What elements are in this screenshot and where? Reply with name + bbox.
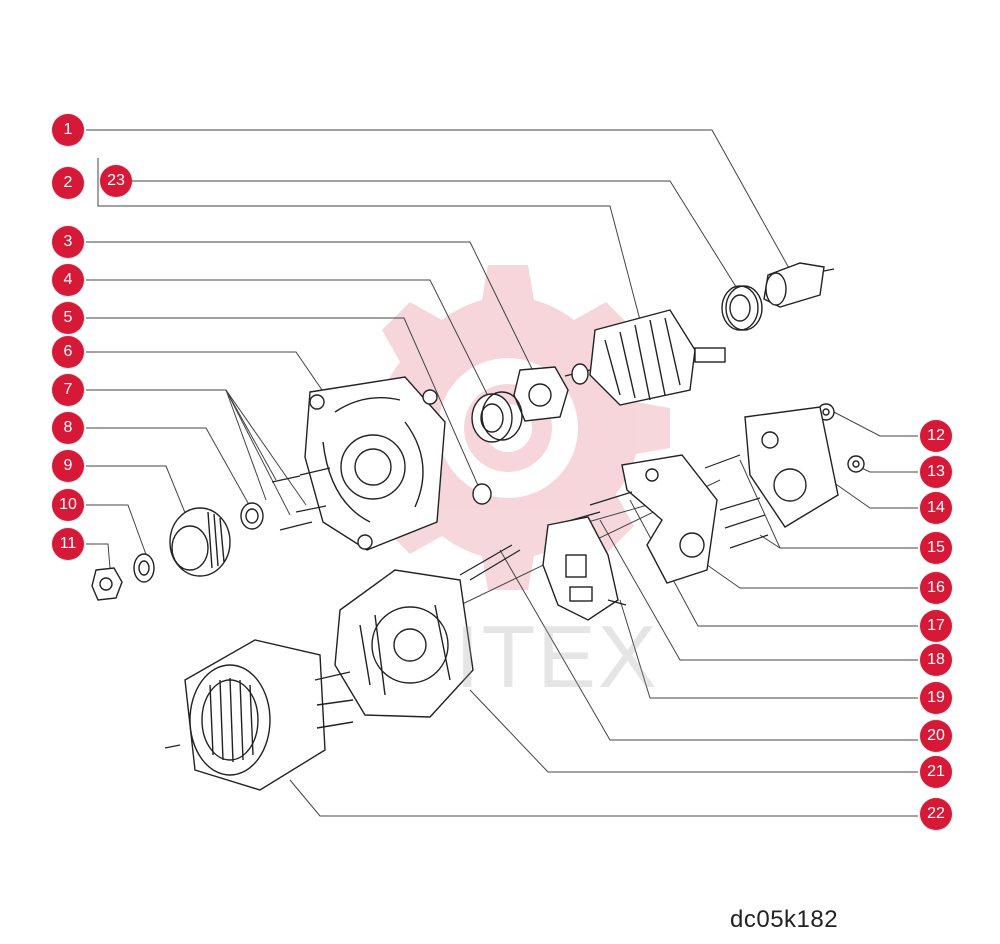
leader-line-16 (699, 559, 918, 589)
leader-line-9 (86, 465, 191, 526)
leader-line-8 (86, 427, 253, 511)
callout-4[interactable]: 4 (52, 264, 84, 296)
callout-22[interactable]: 22 (920, 798, 952, 830)
leader-line-14 (829, 479, 918, 509)
part-rectifier (542, 516, 627, 621)
part-rear-housing (334, 569, 474, 718)
callout-13[interactable]: 13 (920, 456, 952, 488)
leader-line-7c (225, 389, 307, 506)
part-front-housing (304, 376, 446, 551)
callout-18[interactable]: 18 (920, 644, 952, 676)
leader-line-20 (499, 549, 918, 741)
callout-16[interactable]: 16 (920, 572, 952, 604)
leader-line-23 (132, 180, 739, 291)
leader-line-21 (469, 689, 918, 773)
leader-line-22 (289, 779, 918, 817)
leader-line-2 (97, 158, 641, 321)
part-brush-holder (621, 454, 718, 584)
callout-12[interactable]: 12 (920, 420, 952, 452)
part-long-bolt (459, 544, 521, 581)
part-bearing-plate (513, 366, 569, 422)
callout-1[interactable]: 1 (52, 114, 84, 146)
leader-line-11 (86, 543, 111, 569)
leader-line-4 (86, 279, 491, 401)
part-rear-bearing (721, 285, 763, 331)
callout-14[interactable]: 14 (920, 492, 952, 524)
callout-10[interactable]: 10 (52, 489, 84, 521)
leader-line-19 (619, 599, 918, 699)
part-nut (91, 567, 123, 601)
callout-9[interactable]: 9 (52, 450, 84, 482)
callout-6[interactable]: 6 (52, 336, 84, 368)
callout-11[interactable]: 11 (52, 528, 84, 560)
leader-line-6 (86, 351, 323, 391)
leader-line-12 (829, 409, 918, 437)
leader-line-7d (225, 389, 267, 501)
part-rear-cap (763, 262, 835, 308)
leader-line-7b (225, 389, 291, 516)
part-front-bearing (471, 391, 523, 443)
callout-5[interactable]: 5 (52, 302, 84, 334)
part-washer (133, 553, 155, 583)
leader-line-3 (86, 241, 536, 376)
callout-2[interactable]: 2 (52, 167, 84, 199)
leader-lines (86, 129, 918, 817)
part-rotor (564, 309, 726, 406)
part-spacer (240, 502, 264, 530)
leader-line-5 (86, 317, 481, 491)
callout-21[interactable]: 21 (920, 756, 952, 788)
leader-line-18 (599, 519, 918, 661)
part-screws-front (271, 467, 331, 531)
callout-20[interactable]: 20 (920, 720, 952, 752)
part-rear-cover (744, 406, 839, 528)
parts (91, 262, 865, 791)
part-nut-13 (847, 455, 865, 473)
leader-line-1 (86, 129, 791, 271)
callout-8[interactable]: 8 (52, 412, 84, 444)
part-stator (164, 639, 354, 791)
callout-19[interactable]: 19 (920, 682, 952, 714)
part-screws-rear (704, 454, 769, 549)
callout-17[interactable]: 17 (920, 610, 952, 642)
part-pulley (169, 507, 231, 577)
drawing-code: dc05k182 (730, 906, 839, 933)
callout-3[interactable]: 3 (52, 226, 84, 258)
callout-7[interactable]: 7 (52, 374, 84, 406)
callout-15[interactable]: 15 (920, 532, 952, 564)
leader-line-10 (86, 504, 149, 561)
callout-23[interactable]: 23 (100, 165, 132, 197)
part-bushing (472, 483, 492, 505)
